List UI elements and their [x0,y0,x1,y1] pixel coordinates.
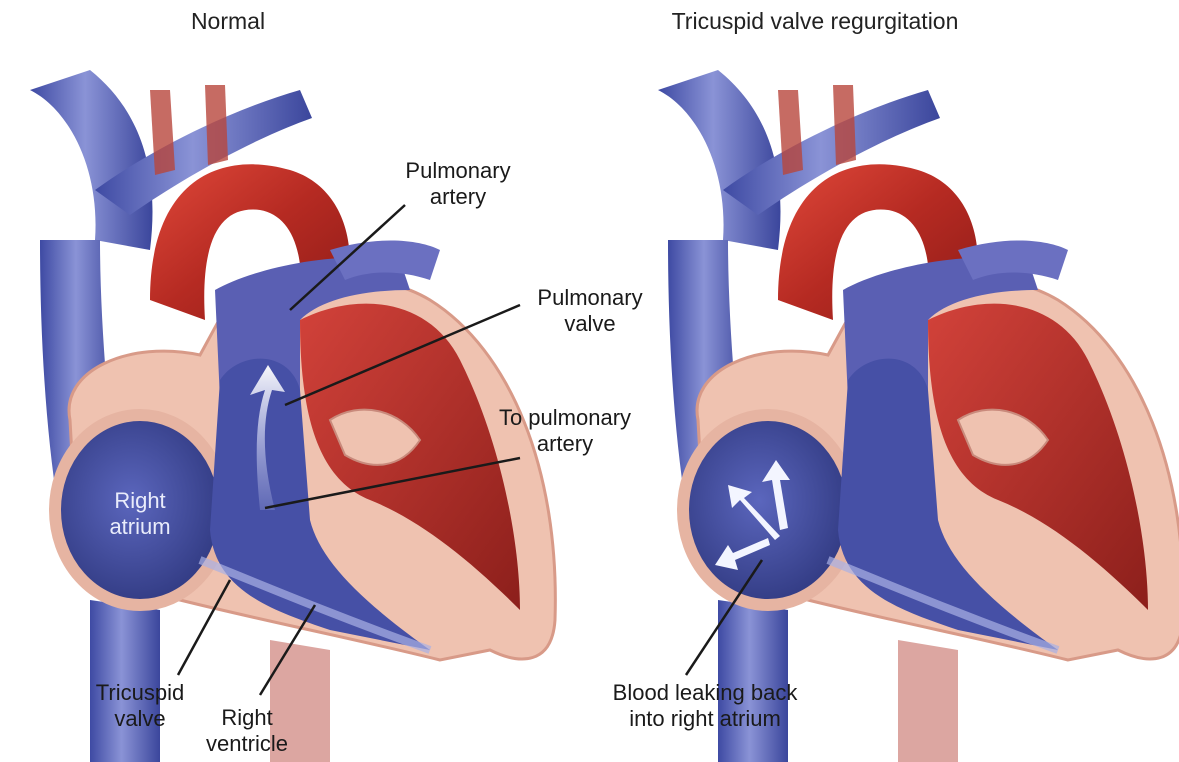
label-to-pulmonary-artery: To pulmonary artery [499,405,631,457]
normal-title: Normal [191,8,265,35]
label-tricuspid-valve: Tricuspid valve [96,680,184,732]
label-blood-leaking: Blood leaking back into right atrium [613,680,798,732]
label-pulmonary-artery: Pulmonary artery [405,158,510,210]
label-right-atrium: Right atrium [109,488,170,540]
label-right-ventricle: Right ventricle [206,705,288,757]
label-pulmonary-valve: Pulmonary valve [537,285,642,337]
regurgitation-heart [658,70,1179,762]
regurgitation-title: Tricuspid valve regurgitation [672,8,959,35]
